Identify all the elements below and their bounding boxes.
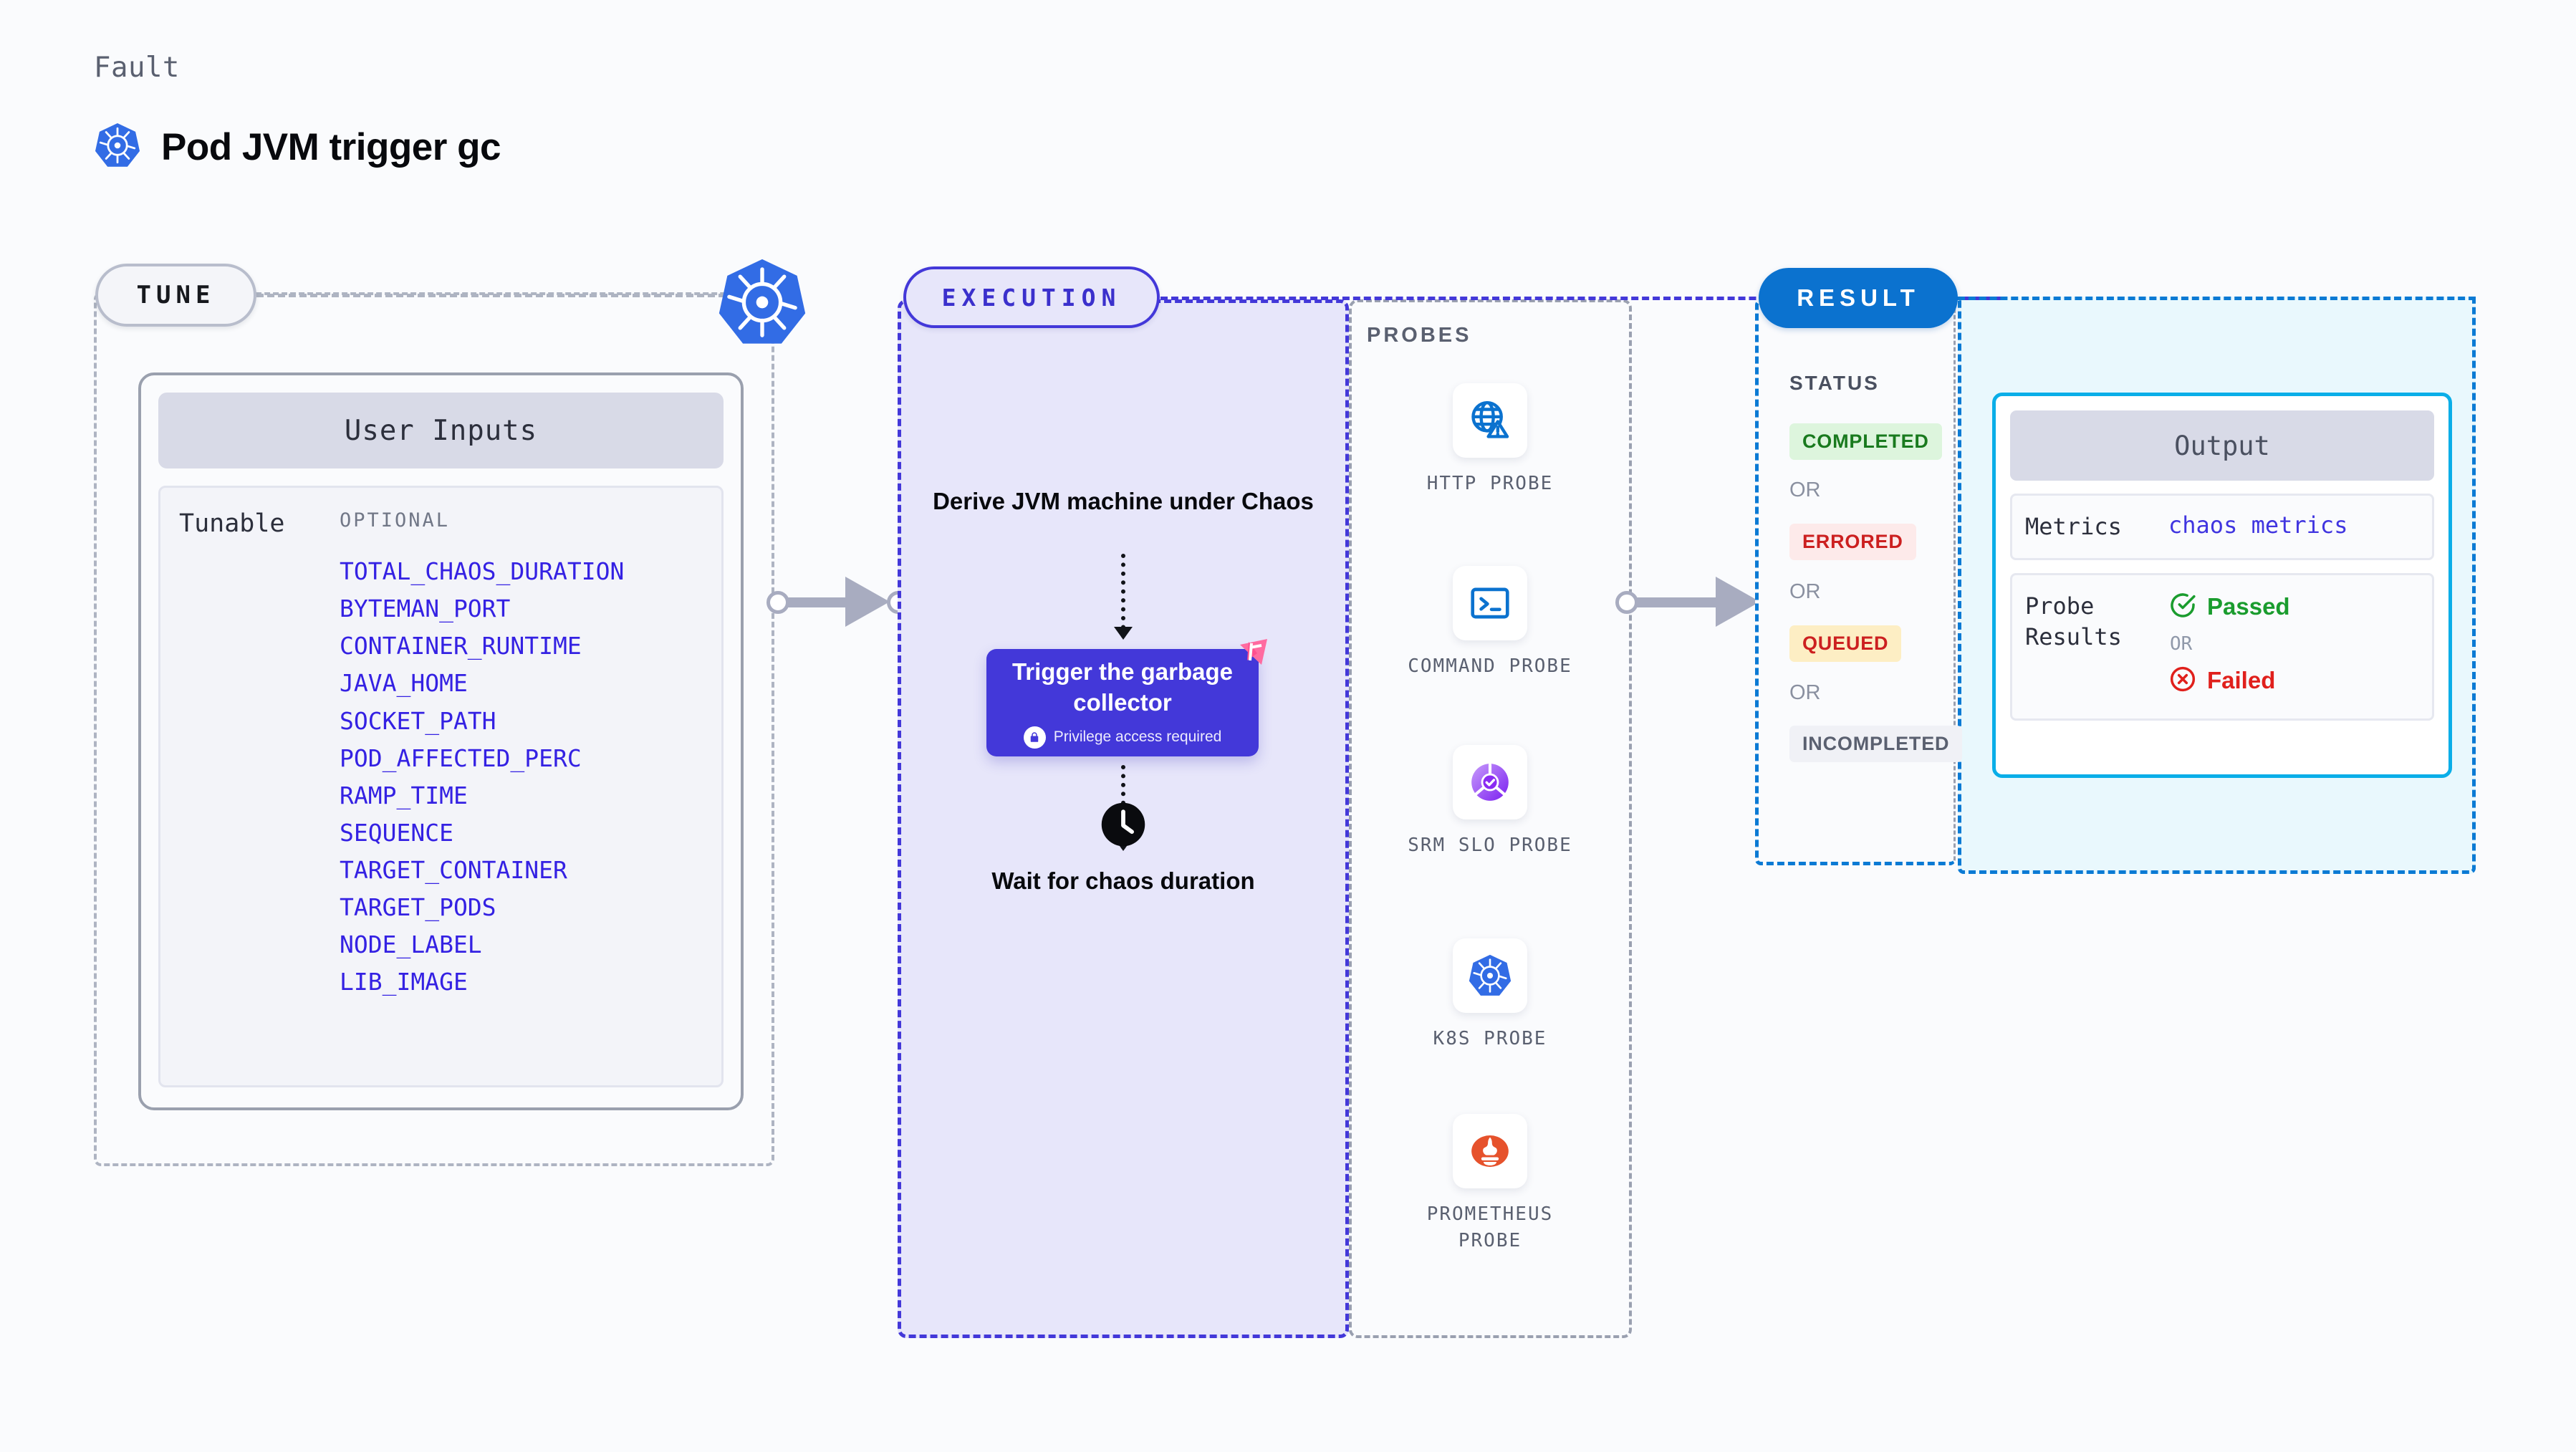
param-item[interactable]: RAMP_TIME [340, 781, 468, 809]
output-metrics-key: Metrics [2025, 513, 2122, 540]
probe-label: K8S PROBE [1433, 1028, 1547, 1049]
page-title: Pod JVM trigger gc [161, 126, 501, 168]
execution-connector-dash [1160, 297, 2002, 300]
probe-result-or: OR [2170, 633, 2193, 655]
prometheus-icon [1453, 1114, 1527, 1188]
output-probe-results-row: Probe Results Passed OR [2010, 572, 2434, 721]
probe-k8s[interactable]: K8S PROBE [1397, 938, 1583, 1052]
optional-tag: OPTIONAL [340, 509, 451, 532]
kubernetes-icon [1453, 938, 1527, 1013]
user-inputs-card: User Inputs Tunable OPTIONAL TOTAL_CHAOS… [138, 372, 744, 1110]
tune-badge: TUNE [95, 264, 256, 327]
probe-http[interactable]: HTTP PROBE [1397, 383, 1583, 497]
flow-step-derive: Derive JVM machine under Chaos [933, 488, 1314, 514]
fault-kicker: Fault [94, 52, 180, 84]
privilege-note-text: Privilege access required [1053, 729, 1222, 746]
param-item[interactable]: TARGET_PODS [340, 893, 496, 922]
result-status-panel [1755, 299, 1956, 865]
probe-result-passed: Passed [2168, 591, 2290, 623]
output-probe-results-key: Probe Results [2025, 592, 2122, 650]
slo-gauge-icon [1453, 745, 1527, 819]
probe-srm-slo[interactable]: SRM SLO PROBE [1397, 745, 1583, 859]
param-item[interactable]: POD_AFFECTED_PERC [340, 744, 582, 772]
probe-label: HTTP PROBE [1426, 473, 1554, 494]
probe-result-failed: Failed [2168, 665, 2290, 697]
output-metrics-row: Metrics chaos metrics [2010, 494, 2434, 560]
tune-connector-dash [256, 294, 736, 297]
probe-label: PROMETHEUS PROBE [1426, 1203, 1554, 1251]
flow-step-trigger-gc[interactable]: Trigger the garbage collector Privilege … [986, 639, 1267, 756]
kubernetes-icon [716, 256, 808, 348]
result-connector-dash [1958, 297, 2476, 300]
status-badge: INCOMPLETED [1789, 726, 1963, 762]
status-badge: ERRORED [1789, 524, 1916, 560]
param-item[interactable]: BYTEMAN_PORT [340, 595, 511, 623]
lock-icon [1023, 726, 1046, 749]
probe-command[interactable]: COMMAND PROBE [1397, 566, 1583, 680]
probe-result-values: Passed OR Failed [2168, 591, 2290, 697]
param-item[interactable]: TARGET_CONTAINER [340, 856, 567, 884]
probes-caption: PROBES [1367, 324, 1472, 347]
status-or: OR [1789, 580, 1821, 603]
probe-label: COMMAND PROBE [1408, 655, 1572, 677]
status-badge: COMPLETED [1789, 423, 1942, 460]
param-item[interactable]: LIB_IMAGE [340, 968, 468, 996]
kubernetes-icon [94, 122, 141, 173]
connector-tune-to-execution [766, 569, 910, 634]
execution-flow: Derive JVM machine under Chaos Trigger t… [898, 299, 1349, 1338]
status-badge: QUEUED [1789, 625, 1902, 662]
status-or: OR [1789, 681, 1821, 704]
output-metrics-value[interactable]: chaos metrics [2168, 511, 2348, 539]
probe-result-failed-label: Failed [2207, 667, 2276, 694]
flow-step-wait: Wait for chaos duration [991, 867, 1255, 894]
globe-warning-icon [1453, 383, 1527, 458]
param-item[interactable]: TOTAL_CHAOS_DURATION [340, 557, 625, 585]
output-card: Output Metrics chaos metrics Probe Resul… [1992, 393, 2452, 778]
status-caption: STATUS [1789, 372, 1880, 394]
status-or: OR [1789, 479, 1821, 501]
result-badge: RESULT [1759, 268, 1958, 328]
fault-title-row: Pod JVM trigger gc [94, 122, 501, 173]
clock-icon [1100, 801, 1147, 852]
x-circle-icon [2168, 665, 2197, 697]
user-inputs-title: User Inputs [158, 393, 724, 468]
param-item[interactable]: CONTAINER_RUNTIME [340, 632, 582, 660]
tunable-label: Tunable [179, 509, 285, 538]
flow-arrow-1 [1114, 554, 1133, 640]
user-inputs-body: Tunable OPTIONAL TOTAL_CHAOS_DURATION BY… [158, 486, 724, 1087]
privilege-note: Privilege access required [1023, 726, 1222, 749]
probe-prometheus[interactable]: PROMETHEUS PROBE [1397, 1114, 1583, 1254]
param-item[interactable]: JAVA_HOME [340, 669, 468, 698]
param-list: OPTIONAL TOTAL_CHAOS_DURATION BYTEMAN_PO… [340, 509, 721, 1085]
probe-result-passed-label: Passed [2207, 593, 2290, 620]
pink-flag-icon [1233, 632, 1274, 673]
probe-label: SRM SLO PROBE [1408, 835, 1572, 856]
execution-badge: EXECUTION [903, 266, 1160, 328]
check-circle-icon [2168, 591, 2197, 623]
param-item[interactable]: NODE_LABEL [340, 931, 482, 959]
param-item[interactable]: SEQUENCE [340, 818, 453, 847]
terminal-icon [1453, 566, 1527, 640]
param-item[interactable]: SOCKET_PATH [340, 706, 496, 735]
output-title: Output [2010, 410, 2434, 481]
flow-step-trigger-gc-title: Trigger the garbage collector [1011, 658, 1234, 716]
